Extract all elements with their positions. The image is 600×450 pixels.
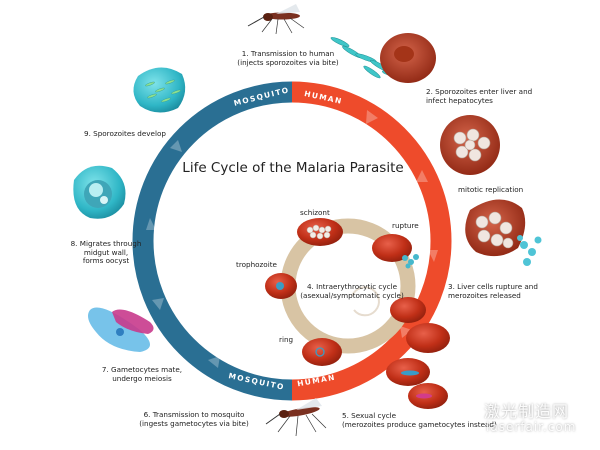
step-1-label: 1. Transmission to human (injects sporoz… (237, 49, 339, 67)
mitotic-replication-cell (440, 115, 500, 175)
step-2-label: 2. Sporozoites enter liver and infect he… (426, 87, 533, 105)
step-4-label: 4. Intraerythrocytic cycle (asexual/symp… (300, 282, 404, 300)
gametocyte-blood-cells (386, 297, 450, 409)
ring-cell (302, 338, 342, 366)
schizont-label: schizont (300, 208, 330, 217)
watermark-site: laserfair.com (486, 420, 577, 434)
infected-hepatocyte (380, 33, 436, 83)
gametocytes-mating (88, 307, 154, 352)
diagram-title: Life Cycle of the Malaria Parasite (182, 160, 404, 176)
inner-center-arrow (351, 286, 380, 317)
inner-ring-cells (265, 218, 419, 366)
cycle-ring (132, 81, 452, 401)
rupture-cell (372, 234, 412, 262)
watermark-cn: 激光制造网 (484, 402, 570, 421)
mitotic-replication-label: mitotic replication (458, 185, 524, 194)
trophozoite-label: trophozoite (236, 260, 277, 269)
ring-arrows (146, 110, 438, 368)
mosquito-arc (132, 81, 293, 401)
mosquito-top (247, 4, 305, 35)
step-3-label: 3. Liver cells rupture and merozoites re… (448, 282, 538, 300)
oocyst-cell (73, 165, 126, 219)
rupture-label: rupture (392, 221, 419, 230)
step-6-label: 6. Transmission to mosquito (ingests gam… (139, 410, 249, 428)
step-5-label: 5. Sexual cycle (merozoites produce game… (342, 411, 497, 429)
ruptured-liver-cell (465, 199, 542, 266)
step-7-label: 7. Gametocytes mate, undergo meiosis (101, 365, 183, 383)
sporozoite-cell (133, 67, 186, 113)
step-9-label: 9. Sporozoites develop (84, 129, 166, 138)
step-8-label: 8. Migrates through midgut wall, forms o… (70, 239, 142, 266)
ring-stage-label: ring (279, 335, 294, 344)
human-arc (291, 81, 452, 401)
mosquito-bottom (265, 398, 327, 437)
